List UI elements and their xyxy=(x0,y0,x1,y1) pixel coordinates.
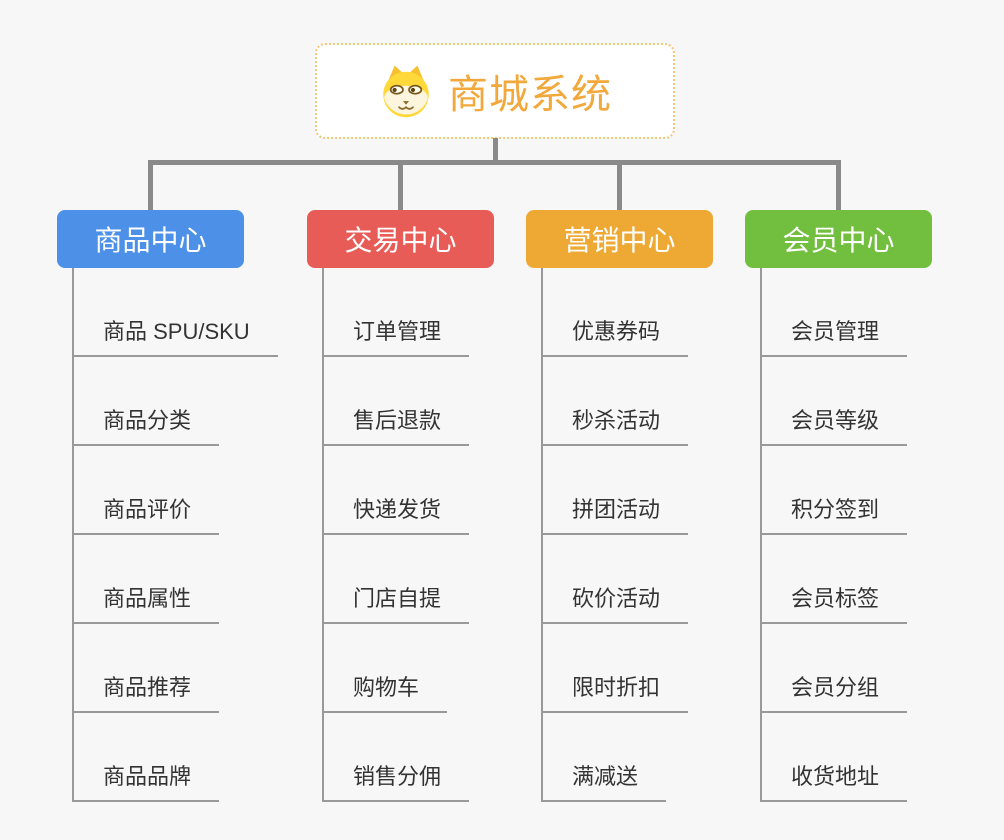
connector-drop-member xyxy=(836,162,841,210)
leaf-node-full-reduction[interactable]: 满减送 xyxy=(541,759,667,802)
leaf-node-product-spu-sku[interactable]: 商品 SPU/SKU xyxy=(72,314,278,357)
leaf-node-points-checkin[interactable]: 积分签到 xyxy=(760,492,908,535)
leaf-node-product-category[interactable]: 商品分类 xyxy=(72,403,220,446)
leaf-column-trade: 订单管理 售后退款 快递发货 门店自提 购物车 销售分佣 xyxy=(307,268,567,802)
leaf-node-member-group[interactable]: 会员分组 xyxy=(760,670,908,713)
leaf-node-group-buy[interactable]: 拼团活动 xyxy=(541,492,689,535)
connector-horizontal xyxy=(148,160,841,165)
leaf-column-member: 会员管理 会员等级 积分签到 会员标签 会员分组 收货地址 xyxy=(745,268,1004,802)
leaf-node-express-delivery[interactable]: 快递发货 xyxy=(322,492,470,535)
connector-root-drop xyxy=(493,138,498,164)
root-title: 商城系统 xyxy=(448,73,612,117)
leaf-node-sales-commission[interactable]: 销售分佣 xyxy=(322,759,470,802)
branch-node-product-center[interactable]: 商品中心 xyxy=(57,210,244,268)
leaf-node-store-pickup[interactable]: 门店自提 xyxy=(322,581,470,624)
leaf-node-order-management[interactable]: 订单管理 xyxy=(322,314,470,357)
leaf-column-product: 商品 SPU/SKU 商品分类 商品评价 商品属性 商品推荐 商品品牌 xyxy=(57,268,317,802)
connector-drop-marketing xyxy=(617,162,622,210)
leaf-node-product-brand[interactable]: 商品品牌 xyxy=(72,759,220,802)
leaf-node-shipping-address[interactable]: 收货地址 xyxy=(760,759,908,802)
leaf-node-product-review[interactable]: 商品评价 xyxy=(72,492,220,535)
root-node-mall-system[interactable]: 商城系统 xyxy=(315,43,675,139)
connector-drop-trade xyxy=(398,162,403,210)
branch-node-member-center[interactable]: 会员中心 xyxy=(745,210,932,268)
leaf-node-product-attribute[interactable]: 商品属性 xyxy=(72,581,220,624)
leaf-node-member-tag[interactable]: 会员标签 xyxy=(760,581,908,624)
dog-face-icon xyxy=(383,65,429,118)
leaf-node-member-management[interactable]: 会员管理 xyxy=(760,314,908,357)
leaf-node-product-recommend[interactable]: 商品推荐 xyxy=(72,670,220,713)
leaf-node-coupon-code[interactable]: 优惠券码 xyxy=(541,314,689,357)
leaf-node-limited-time-discount[interactable]: 限时折扣 xyxy=(541,670,689,713)
leaf-node-aftersale-refund[interactable]: 售后退款 xyxy=(322,403,470,446)
leaf-node-flash-sale[interactable]: 秒杀活动 xyxy=(541,403,689,446)
leaf-node-shopping-cart[interactable]: 购物车 xyxy=(322,670,448,713)
branch-node-marketing-center[interactable]: 营销中心 xyxy=(526,210,713,268)
leaf-node-bargain-activity[interactable]: 砍价活动 xyxy=(541,581,689,624)
leaf-node-member-level[interactable]: 会员等级 xyxy=(760,403,908,446)
branch-node-trade-center[interactable]: 交易中心 xyxy=(307,210,494,268)
connector-drop-product xyxy=(148,162,153,210)
leaf-column-marketing: 优惠券码 秒杀活动 拼团活动 砍价活动 限时折扣 满减送 xyxy=(526,268,786,802)
